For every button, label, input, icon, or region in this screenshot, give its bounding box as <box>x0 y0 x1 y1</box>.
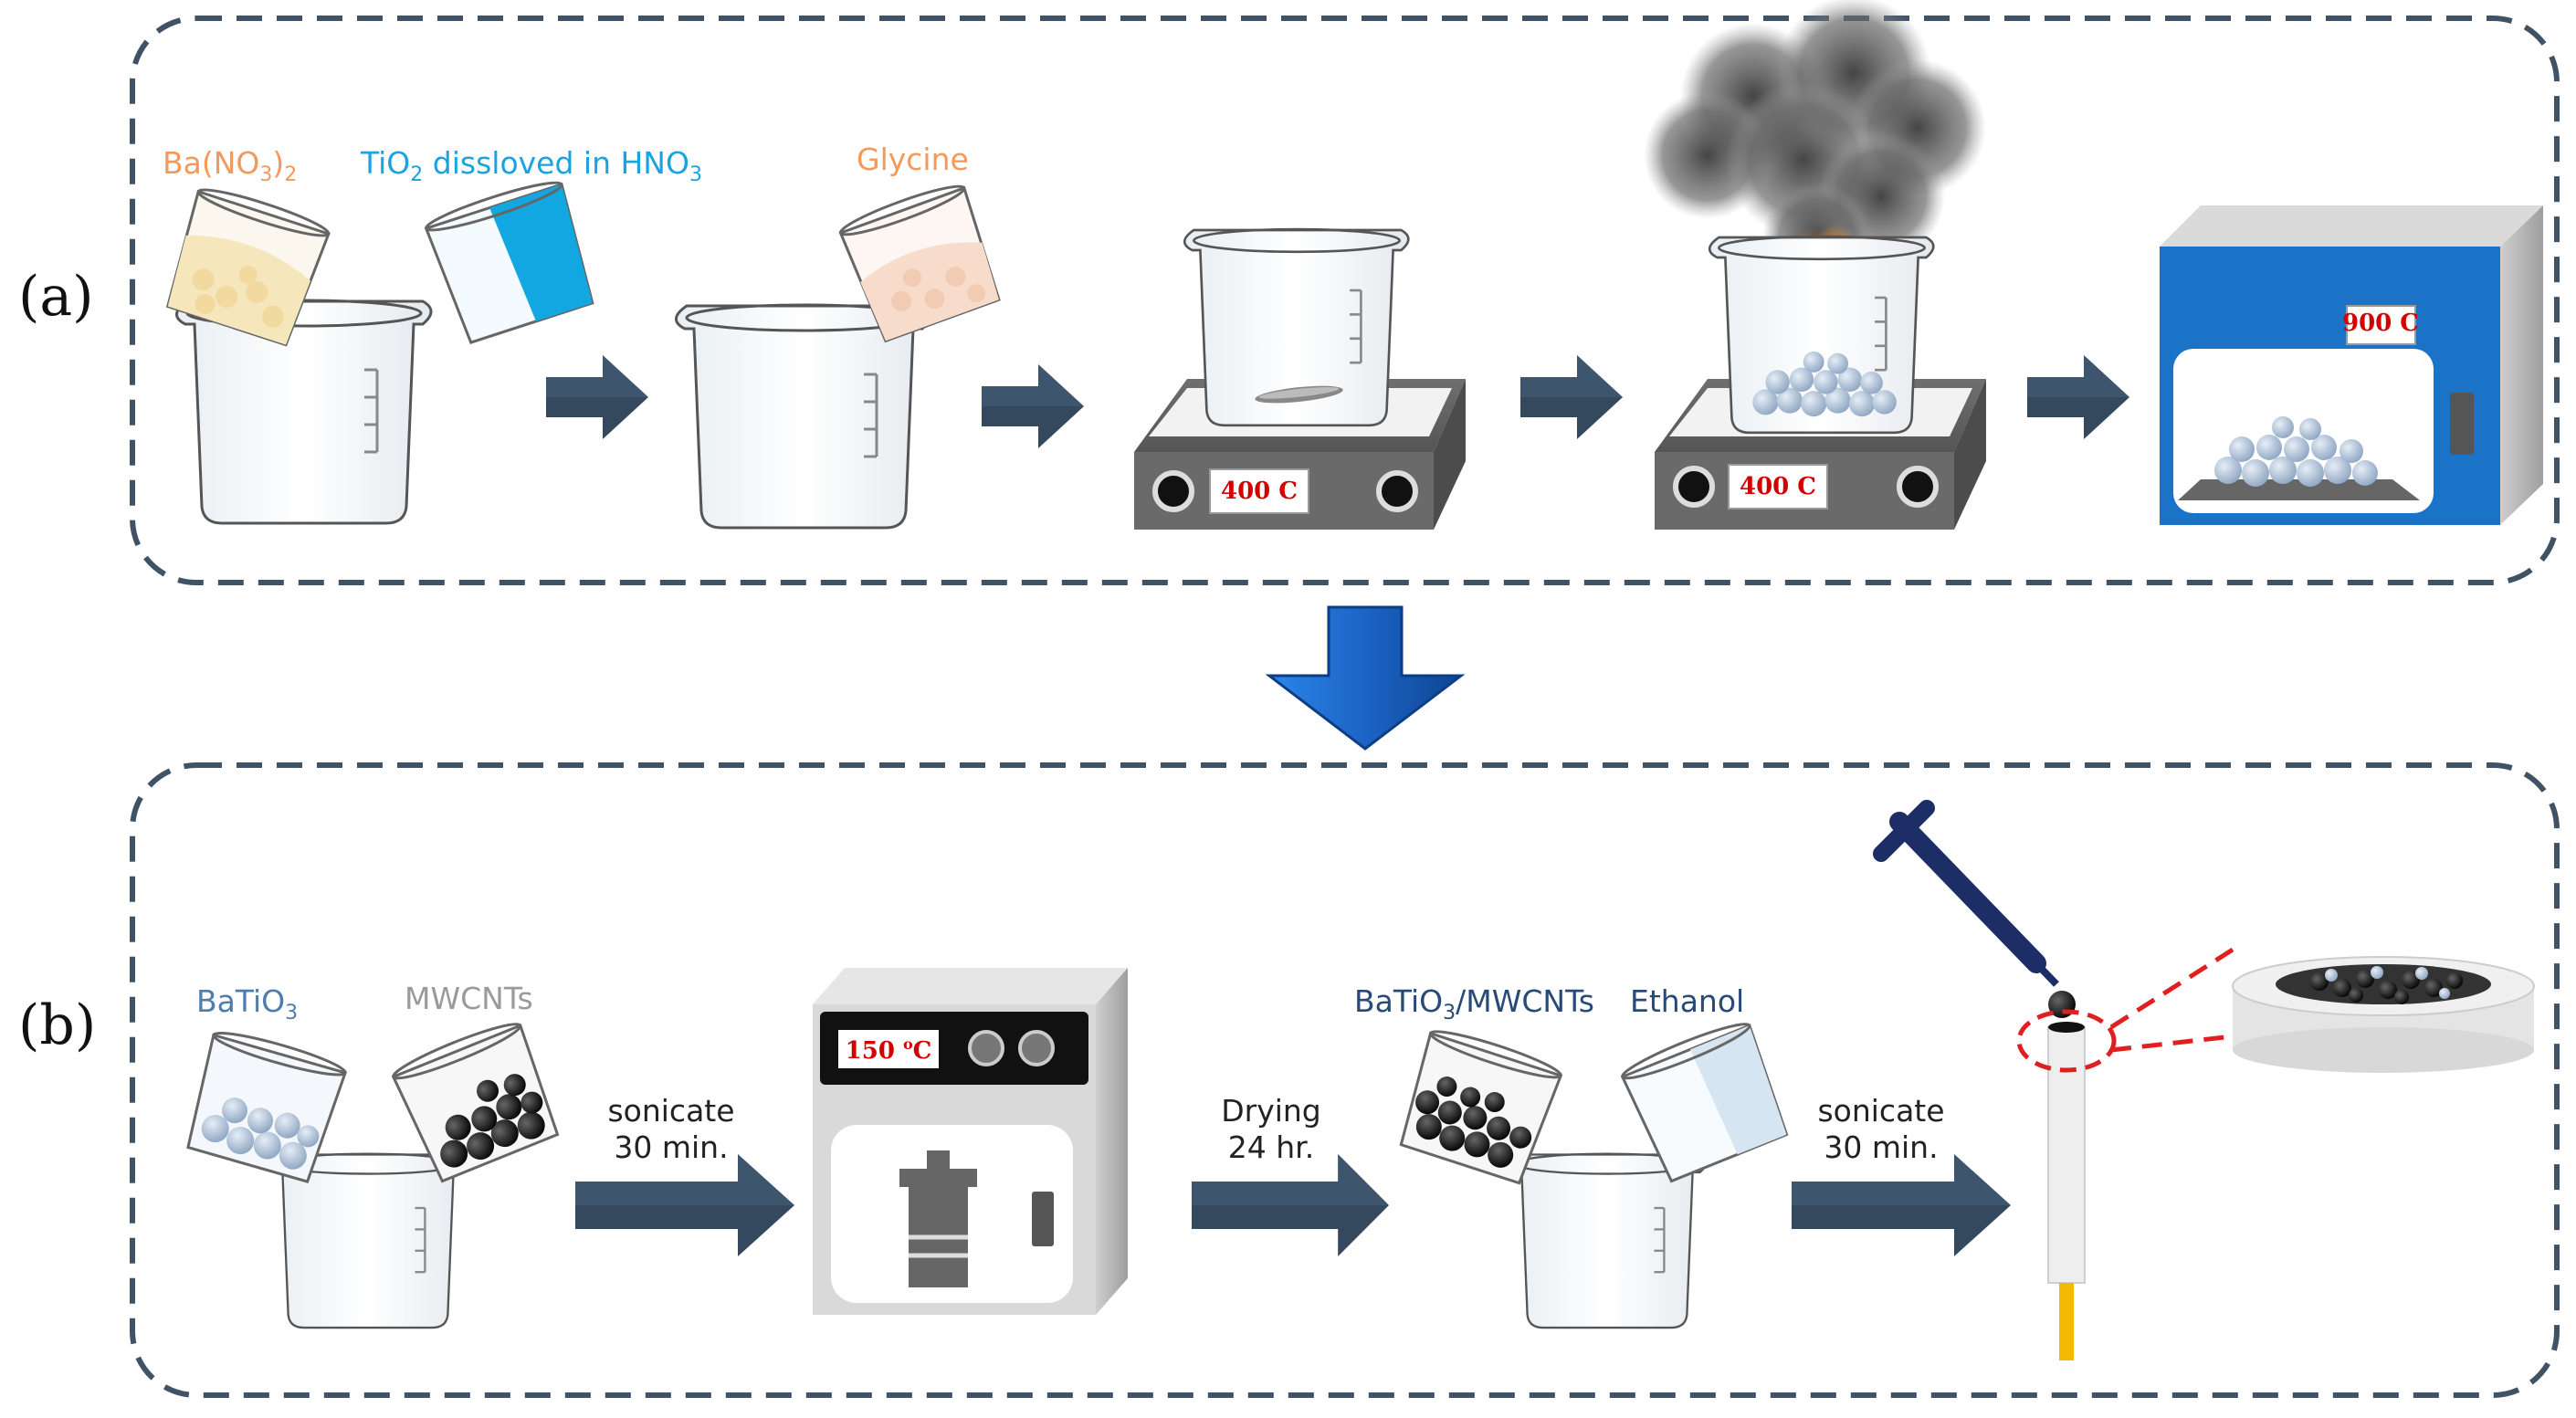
electrode <box>2047 1022 2086 1360</box>
reagent-ethanol-label: Ethanol <box>1630 983 1744 1019</box>
furnace-a5: 900 C <box>2160 205 2543 525</box>
beaker-a4 <box>1708 235 1935 435</box>
reagent-ba-nitrate-label: Ba(NO3)2 <box>163 145 297 186</box>
panel-a-frame <box>130 16 2560 585</box>
zoom-callout <box>2016 947 2234 1073</box>
panel-b-frame <box>130 762 2560 1398</box>
pipette <box>1873 800 2076 1018</box>
panel-b-label: (b) <box>18 993 96 1057</box>
furnace-temp: 900 C <box>2342 310 2419 337</box>
reagent-tio2-label: TiO2 dissloved in HNO3 <box>360 145 702 186</box>
reagent-batio3-mwcnts-label: BaTiO3/MWCNTs <box>1354 983 1594 1024</box>
big-down-arrow <box>1265 605 1466 751</box>
reagent-mwcnts-label: MWCNTs <box>405 981 533 1016</box>
beaker-a1 <box>174 299 433 525</box>
cup-batio3 <box>186 1031 348 1183</box>
step-b3-line-1: sonicate <box>1817 1093 1944 1129</box>
beaker-a2 <box>674 303 932 530</box>
hotplate-a4-temp: 400 C <box>1740 473 1816 500</box>
process-arrow-b2 <box>1192 1154 1389 1256</box>
cup-tio2-solution <box>424 181 594 344</box>
reagent-batio3-label: BaTiO3 <box>196 983 298 1024</box>
process-arrow-a2 <box>982 364 1084 448</box>
step-b2-line-1: Drying <box>1221 1093 1321 1129</box>
cup-batio3-mwcnts <box>1399 1030 1563 1185</box>
drying-oven: 150 oC <box>813 968 1128 1315</box>
hotplate-a3-temp: 400 C <box>1221 478 1298 505</box>
oven-temp: 150 oC <box>846 1035 932 1065</box>
process-arrow-a4 <box>2027 355 2129 439</box>
electrode-surface-zoom <box>2232 956 2535 1073</box>
cup-glycine <box>838 184 1001 343</box>
process-arrow-b3 <box>1792 1154 2011 1256</box>
step-b2-line-2: 24 hr. <box>1228 1129 1314 1165</box>
panel-a-label: (a) <box>18 265 94 329</box>
step-b1-line-2: 30 min. <box>614 1129 728 1165</box>
beaker-a3 <box>1183 227 1410 427</box>
cup-ethanol <box>1620 1023 1789 1183</box>
cup-ba-nitrate <box>165 188 331 347</box>
process-arrow-b1 <box>575 1154 794 1256</box>
cup-mwcnts <box>391 1023 560 1183</box>
process-arrow-a1 <box>546 355 648 439</box>
step-b1-line-1: sonicate <box>607 1093 734 1129</box>
process-arrow-a3 <box>1520 355 1623 439</box>
step-b3-line-2: 30 min. <box>1824 1129 1938 1165</box>
reagent-glycine-label: Glycine <box>857 142 969 177</box>
